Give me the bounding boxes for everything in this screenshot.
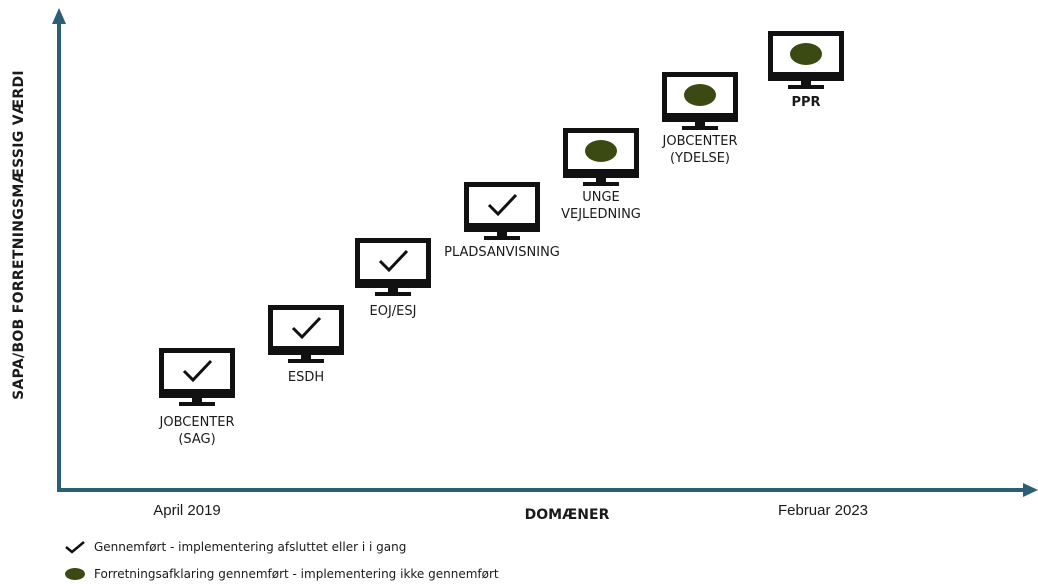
domain-label-line: PLADSANVISNING [444,245,560,260]
domain-label: PPR [791,94,820,111]
monitor-neck [596,178,606,183]
monitor-icon [268,305,344,363]
monitor-base [288,359,324,363]
domain-label: PLADSANVISNING [444,244,560,261]
monitor-base [583,182,619,186]
monitor-base [375,292,411,296]
green-dot-icon [684,84,716,106]
domain-label: JOBCENTER (SAG) [160,414,235,448]
x-axis-label: DOMÆNER [524,507,610,523]
monitor-neck [497,232,507,237]
monitor-screen [360,243,426,279]
monitor-neck [192,398,202,403]
domain-label-line: (SAG) [178,432,216,447]
monitor-screen [469,187,535,223]
monitor-group [159,31,844,406]
monitor-neck [388,288,398,293]
checkmark-icon [291,316,322,340]
end-date-label: Februar 2023 [777,502,869,519]
monitor-icon [159,348,235,406]
y-axis-arrowhead [52,8,66,24]
domain-label-line: VEJLEDNING [561,207,641,222]
domain-label-line: ESDH [287,370,325,385]
green-dot-icon [790,43,822,65]
monitor-base [788,85,824,89]
monitor-screen [273,310,339,346]
domain-label-line: PPR [791,95,821,110]
monitor-neck [695,122,705,127]
domain-label-line: JOBCENTER [662,134,738,149]
start-date-label: April 2019 [153,502,221,519]
domain-label: ESDH [288,369,324,386]
domain-label-line: (YDELSE) [669,151,731,166]
domain-label-line: UNGE [582,190,620,205]
monitor-base [484,236,520,240]
legend-row-completed: Gennemført - implementering afsluttet el… [64,540,406,554]
monitor-icon [662,72,738,130]
domain-label-line: EOJ/ESJ [369,304,417,319]
monitor-icon [464,182,540,240]
monitor-base [179,402,215,406]
domain-label: UNGE VEJLEDNING [561,189,641,223]
green-dot-icon [65,568,85,580]
monitor-icon [355,238,431,296]
legend-text-completed: Gennemført - implementering afsluttet el… [94,540,407,554]
monitor-neck [801,81,811,86]
domain-label: EOJ/ESJ [370,303,417,320]
legend-row-clarified: Forretningsafklaring gennemført - implem… [64,567,499,581]
x-axis-arrowhead [1023,483,1038,497]
checkmark-icon [487,193,518,217]
checkmark-icon [182,359,213,383]
green-dot-icon [585,140,617,162]
checkmark-icon [65,541,85,554]
axes [52,8,1038,497]
domain-label: JOBCENTER (YDELSE) [663,133,738,167]
monitor-icon [563,128,639,186]
monitor-icon [768,31,844,89]
monitor-neck [301,355,311,360]
monitor-base [682,126,718,130]
monitor-screen [164,353,230,389]
y-axis-label: SAPA/BOB FORRETNINGSMÆSSIG VÆRDI [11,70,27,400]
legend-text-clarified: Forretningsafklaring gennemført - implem… [94,567,499,581]
checkmark-icon [378,249,409,273]
domain-label-line: JOBCENTER [159,415,235,430]
